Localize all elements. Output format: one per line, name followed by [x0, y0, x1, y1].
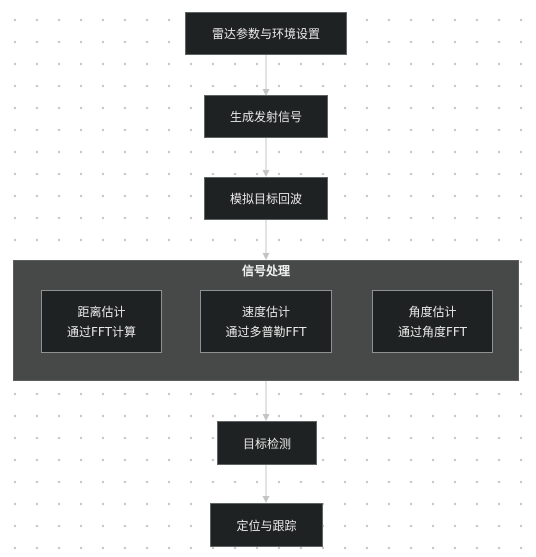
- step-radar-params[interactable]: 雷达参数与环境设置: [185, 12, 347, 55]
- velocity-estimation-method: 通过多普勒FFT: [225, 324, 307, 339]
- step-localization-tracking[interactable]: 定位与跟踪: [210, 503, 323, 547]
- step-simulate-echo-label: 模拟目标回波: [229, 192, 302, 206]
- velocity-estimation-label: 速度估计: [241, 304, 290, 319]
- step-localization-tracking-label: 定位与跟踪: [236, 518, 297, 533]
- step-radar-params-label: 雷达参数与环境设置: [211, 27, 320, 41]
- step-generate-signal[interactable]: 生成发射信号: [204, 95, 328, 138]
- range-estimation-node[interactable]: 距离估计 通过FFT计算: [41, 290, 162, 353]
- step-target-detection[interactable]: 目标检测: [217, 421, 317, 465]
- range-estimation-method: 通过FFT计算: [67, 324, 136, 339]
- step-target-detection-label: 目标检测: [242, 436, 291, 451]
- velocity-estimation-node[interactable]: 速度估计 通过多普勒FFT: [200, 290, 332, 353]
- angle-estimation-label: 角度估计: [408, 304, 457, 319]
- signal-processing-title: 信号处理: [241, 264, 290, 278]
- range-estimation-label: 距离估计: [77, 304, 126, 319]
- step-simulate-echo[interactable]: 模拟目标回波: [204, 177, 328, 220]
- step-generate-signal-label: 生成发射信号: [229, 110, 302, 124]
- angle-estimation-method: 通过角度FFT: [398, 324, 467, 339]
- angle-estimation-node[interactable]: 角度估计 通过角度FFT: [372, 290, 493, 353]
- signal-processing-group: 信号处理 距离估计 通过FFT计算 速度估计 通过多普勒FFT 角度估计 通过角…: [13, 260, 519, 381]
